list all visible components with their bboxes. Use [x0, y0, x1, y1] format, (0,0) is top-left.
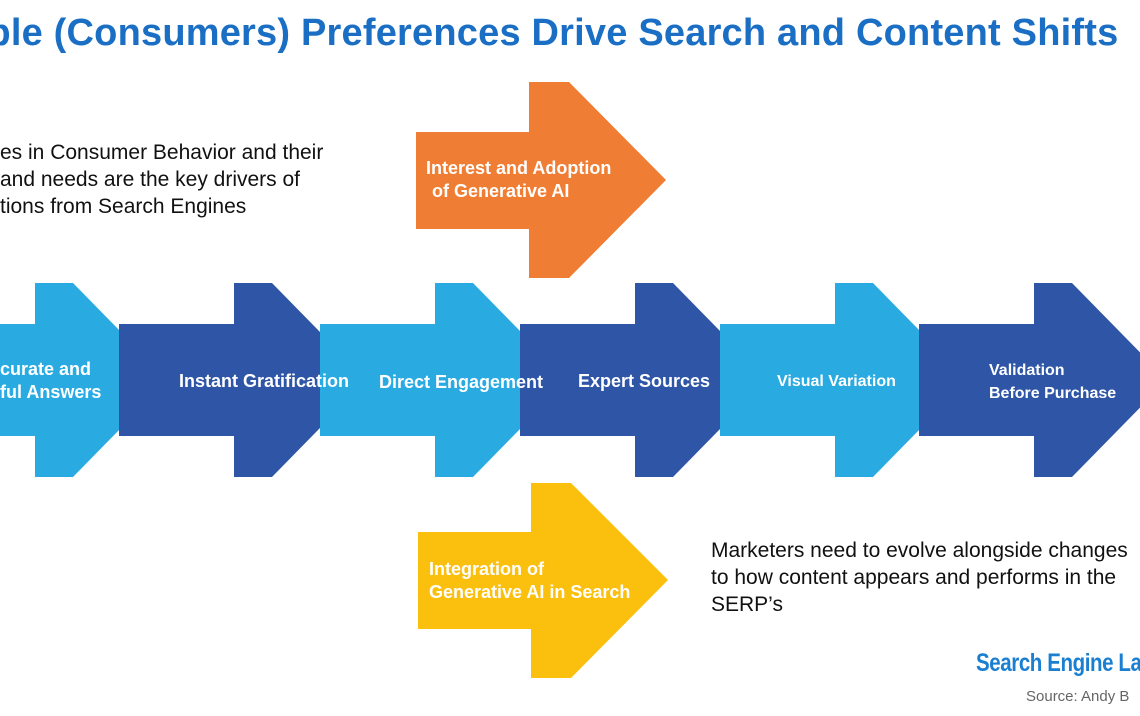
bottom-arrow-label-line-2: Generative AI in Search [429, 582, 631, 602]
marketers-note-line-3: SERP’s [711, 593, 783, 616]
chain-arrow-6-label-line-1: Validation [989, 362, 1065, 379]
chain-arrow-4-shape [520, 283, 768, 477]
chain-arrow-3-label: Direct Engagement [379, 372, 544, 392]
chain-arrow-5-label: Visual Variation [777, 373, 896, 390]
top-arrow-shape [416, 82, 666, 278]
marketers-note-line-1: Marketers need to evolve alongside chang… [711, 539, 1128, 562]
page-title: ople (Consumers) Preferences Drive Searc… [0, 12, 1119, 54]
intro-text-line-3: tions from Search Engines [0, 195, 247, 218]
chain-arrow-3-shape [320, 283, 568, 477]
bottom-arrow-shape [418, 483, 668, 678]
top-arrow-label-line-1: Interest and Adoption [426, 158, 612, 178]
chain-arrow-2-shape [119, 283, 367, 477]
intro-text-line-2: and needs are the key drivers of [0, 168, 301, 191]
intro-text-line-1: es in Consumer Behavior and their [0, 141, 324, 164]
top-arrow-label-line-2: of Generative AI [432, 181, 570, 201]
chain-arrow-1-label-line-1: curate and [0, 359, 92, 379]
bottom-arrow-label-line-1: Integration of [429, 559, 544, 579]
source-credit: Source: Andy B [1026, 688, 1130, 705]
chain-arrow-6-shape [919, 283, 1140, 477]
chain-arrow-1-shape [0, 283, 168, 477]
chain-arrow-2-label: Instant Gratification [179, 371, 350, 391]
chain-arrow-5-shape [720, 283, 968, 477]
chain-arrow-4-label: Expert Sources [578, 371, 711, 391]
chain-arrow-1-label-line-2: ful Answers [0, 382, 102, 402]
chain-arrow-6-label-line-2: Before Purchase [989, 385, 1117, 402]
marketers-note-line-2: to how content appears and performs in t… [711, 566, 1117, 589]
brand-logo-text: Search Engine La [976, 649, 1140, 677]
